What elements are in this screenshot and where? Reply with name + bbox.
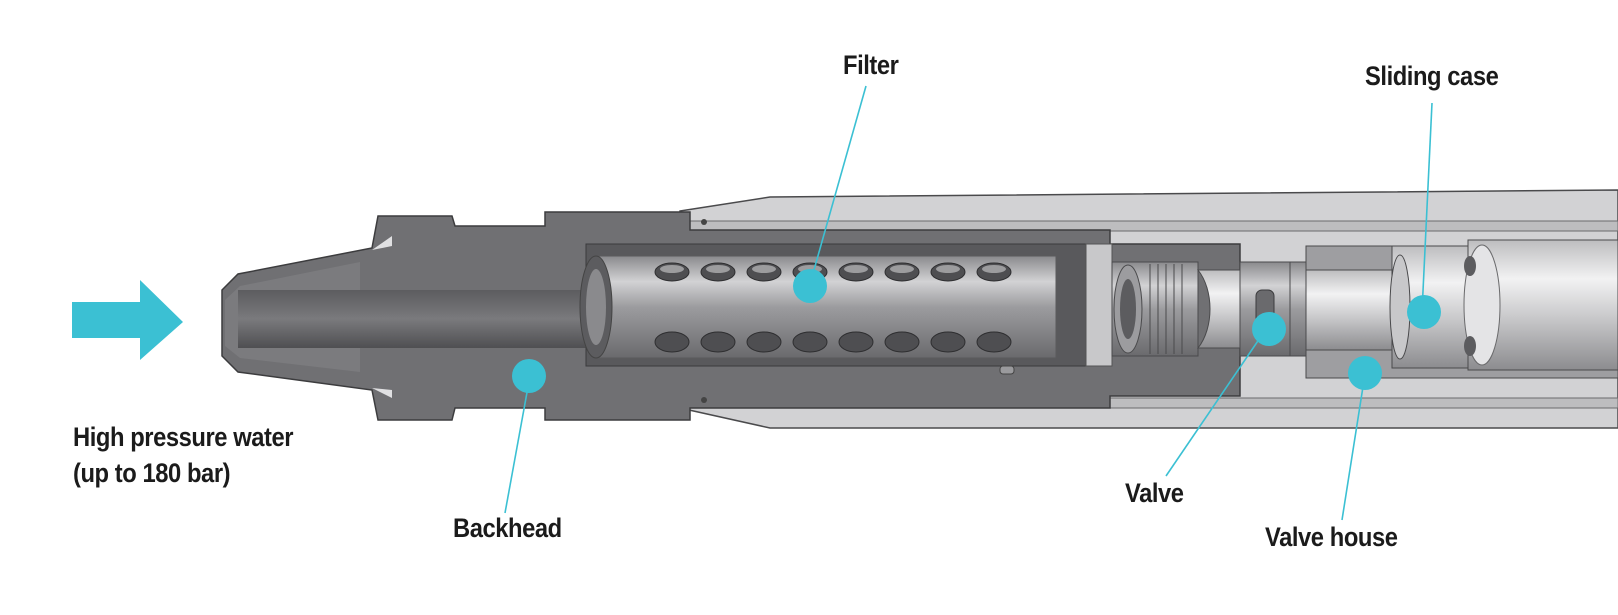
label-inlet-line2: (up to 180 bar) — [73, 458, 231, 488]
label-inlet-line1: High pressure water — [73, 422, 294, 452]
marker-valve — [1252, 312, 1286, 346]
label-backhead: Backhead — [453, 513, 562, 543]
marker-valve-house — [1348, 356, 1382, 390]
leader-lines — [504, 85, 1433, 521]
central-bore — [238, 290, 598, 348]
label-sliding-case: Sliding case — [1365, 61, 1499, 91]
marker-backhead — [512, 359, 546, 393]
inlet-arrow-icon — [72, 280, 183, 360]
label-filter: Filter — [843, 50, 899, 80]
valve-assembly — [1111, 261, 1307, 357]
label-valve: Valve — [1125, 478, 1184, 508]
label-valve-house: Valve house — [1265, 522, 1398, 552]
marker-sliding-case — [1407, 295, 1441, 329]
marker-filter — [793, 269, 827, 303]
